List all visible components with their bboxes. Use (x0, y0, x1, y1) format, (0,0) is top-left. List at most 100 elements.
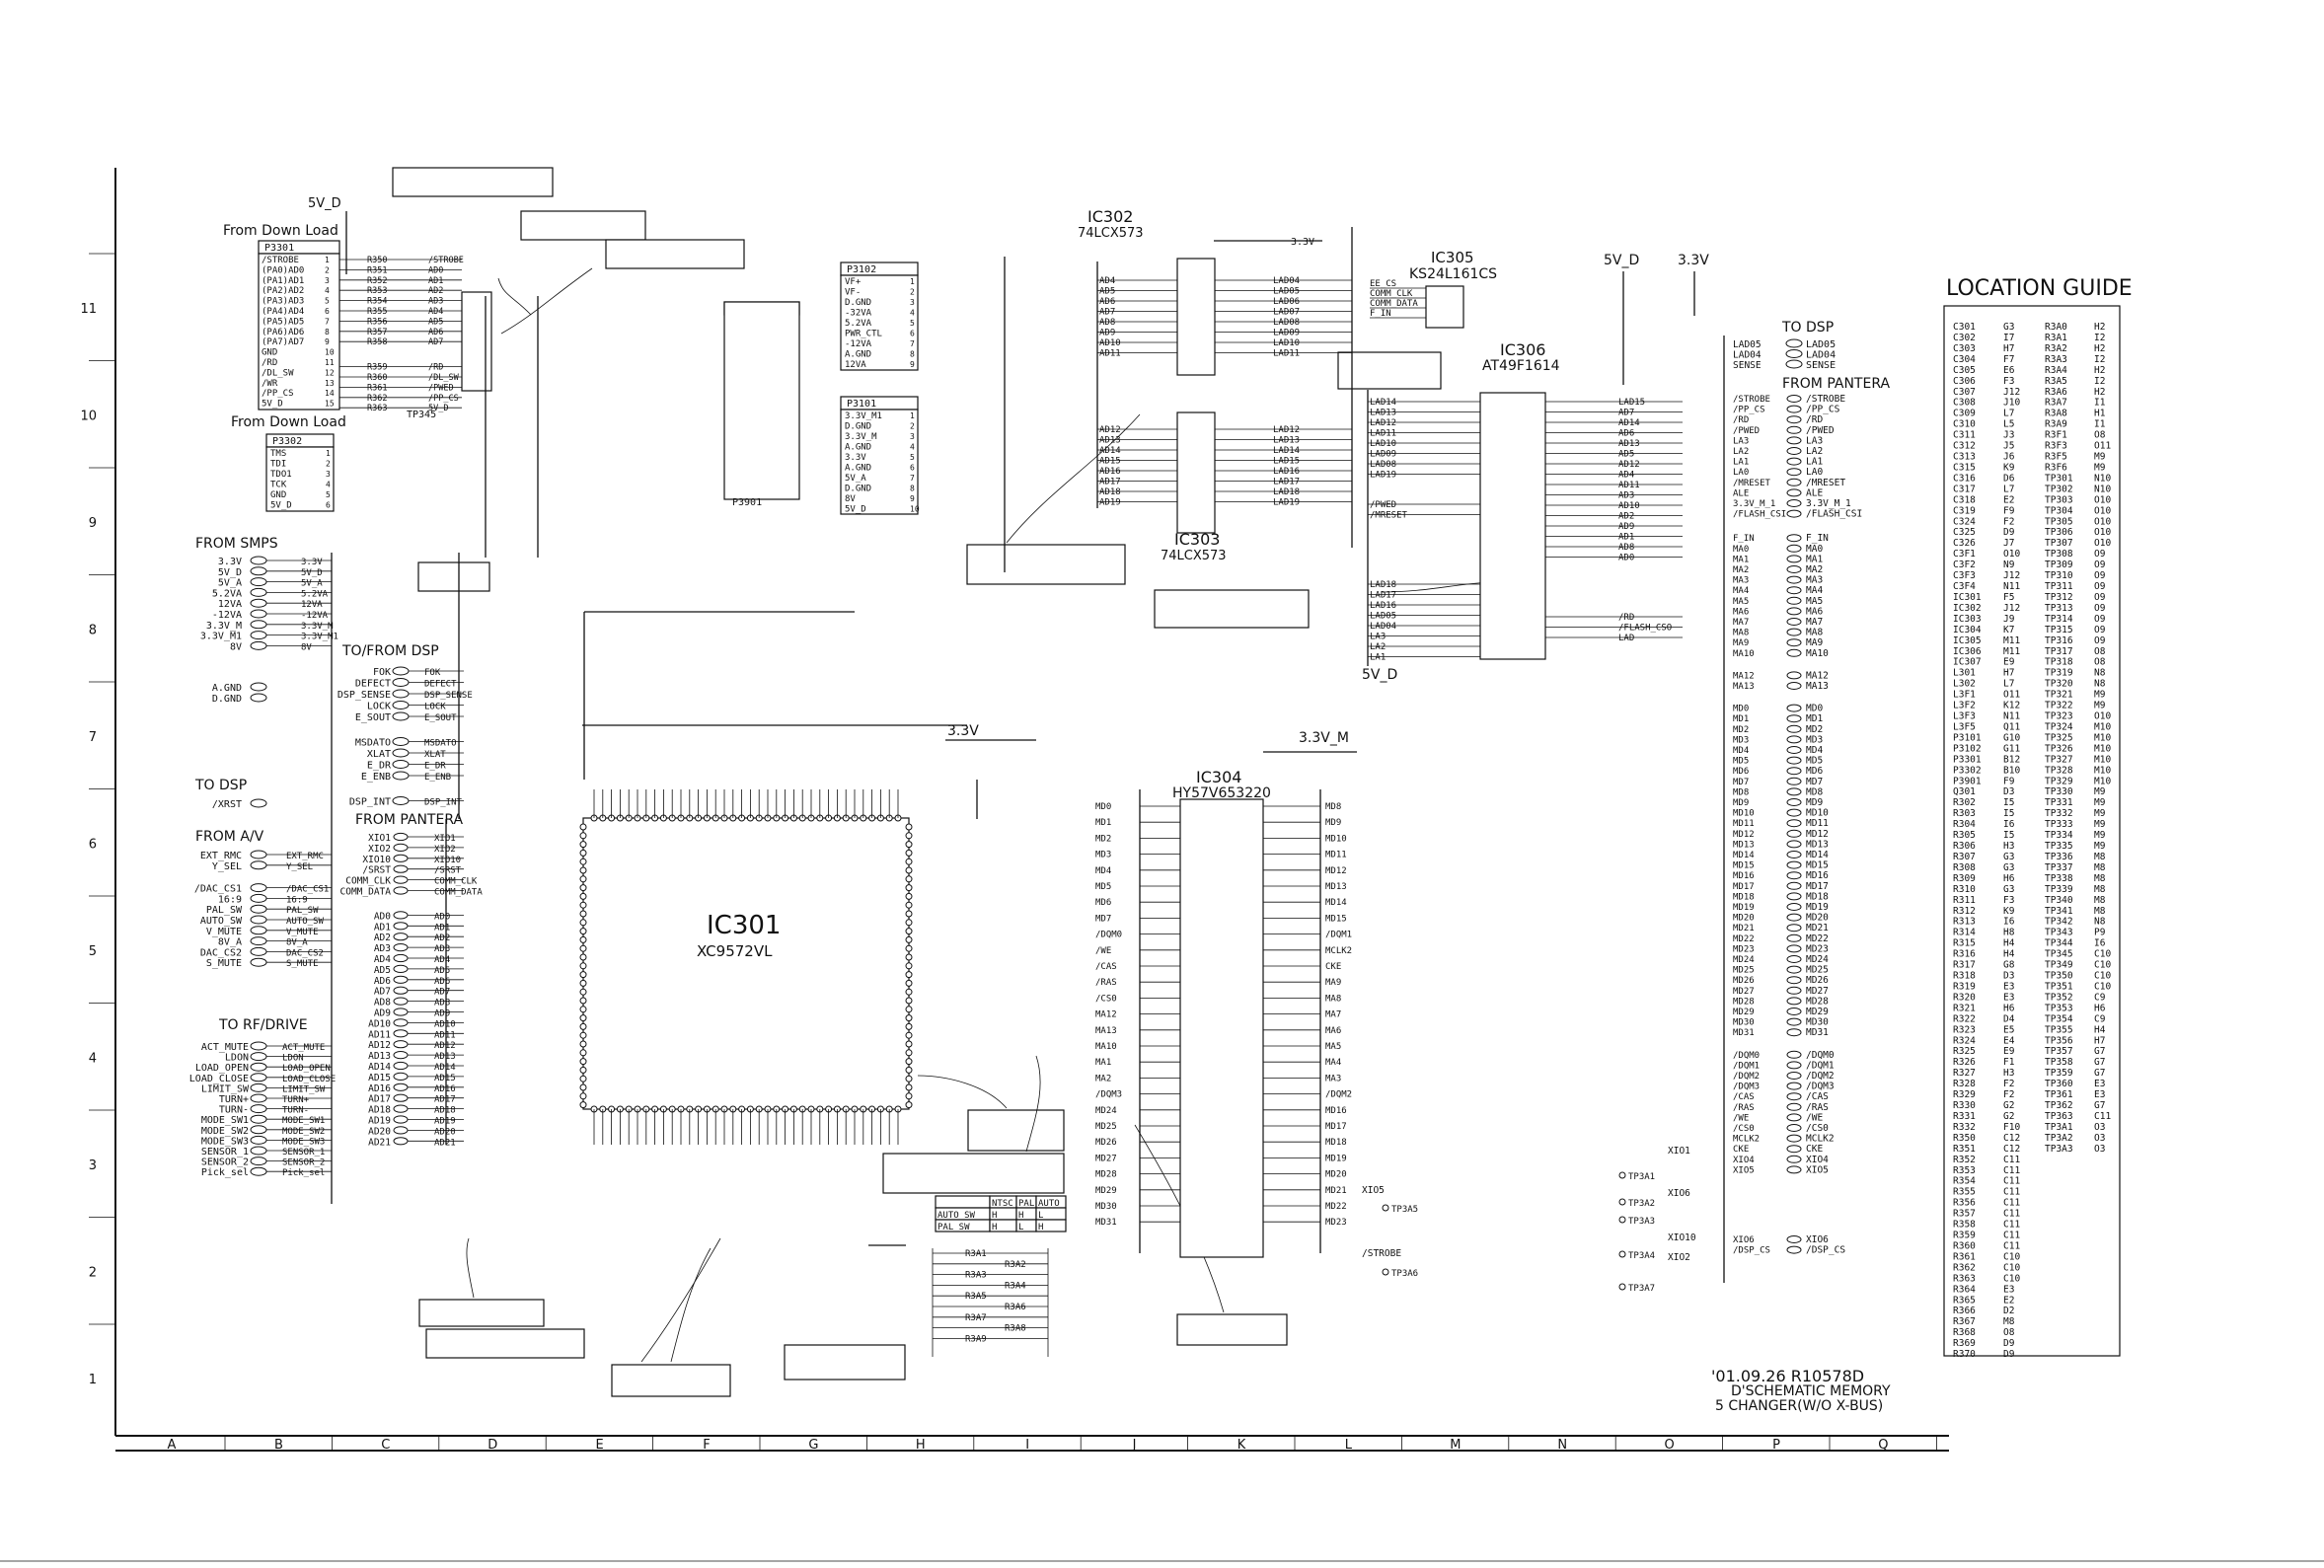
location-grid: O9 (2094, 581, 2106, 592)
location-grid: E9 (2003, 1046, 2015, 1057)
pantera-right-net: MA2 (1733, 565, 1749, 575)
location-grid: O8 (2094, 430, 2106, 441)
callout-box (1337, 351, 1442, 390)
pantera-left-net-right: AD18 (434, 1106, 456, 1116)
ntsc-table-cell: AUTO (1038, 1199, 1060, 1209)
p3101-pin-number: 5 (910, 453, 915, 462)
p3102-pin: PWR_CTL (845, 330, 882, 339)
ic306-right-pin: LAD (1618, 634, 1634, 643)
pantera-right-net-label: MD20 (1806, 913, 1829, 924)
ic306-right-pin: AD3 (1618, 491, 1634, 501)
location-grid: H6 (2003, 873, 2015, 884)
pantera-left-net-right: AD15 (434, 1074, 456, 1083)
location-ref: R309 (1953, 873, 1976, 884)
av-net-right: DAC_CS2 (286, 948, 324, 958)
location-grid: D9 (2003, 1338, 2015, 1349)
ic302-input: AD6 (1099, 297, 1115, 307)
ic304-left-pin: MD1 (1095, 818, 1111, 828)
location-ref: R350 (1953, 1133, 1976, 1144)
pantera-right-net-label: /PWED (1806, 425, 1835, 436)
location-grid: F9 (2003, 776, 2015, 786)
location-grid: H4 (2003, 938, 2015, 949)
pantera-right-net-label: MA10 (1806, 648, 1829, 659)
location-ref: R360 (1953, 1240, 1976, 1251)
location-grid: F2 (2003, 1079, 2014, 1089)
dsp-net-right: E_SOUT (424, 713, 457, 723)
ic303-output: LAD13 (1273, 436, 1300, 446)
p3302-pin: GND (270, 490, 286, 500)
ic304-right-pin: MA3 (1325, 1074, 1341, 1083)
av-net-right: Y_SEL (286, 862, 313, 872)
ntsc-table-cell: H (1038, 1223, 1043, 1232)
location-grid: H4 (2094, 1024, 2106, 1035)
pantera-right-net-label: CKE (1806, 1144, 1823, 1155)
location-ref: R3A6 (2045, 387, 2067, 398)
rf-net: MODE_SW1 (201, 1115, 249, 1126)
pantera-left-net: AD16 (368, 1083, 391, 1094)
p3301-pin: (PA2)AD2 (262, 286, 304, 296)
p3301-pin-number: 6 (325, 307, 330, 316)
pantera-left-net-right: AD20 (434, 1127, 456, 1137)
callout-box (425, 1328, 585, 1359)
pantera-right-net: MD24 (1733, 955, 1755, 965)
pantera-right-net: MCLK2 (1733, 1135, 1760, 1145)
ic304-right-pin: MA7 (1325, 1010, 1341, 1020)
location-ref: R352 (1953, 1155, 1976, 1165)
pantera-left-net-right: XIO2 (434, 845, 456, 855)
location-grid: F5 (2003, 592, 2014, 603)
column-label: Q (1878, 1438, 1888, 1453)
location-grid: G3 (2003, 884, 2014, 895)
p3302-pin-number: 4 (326, 481, 331, 489)
p3301-pin-number: 13 (325, 379, 335, 388)
pantera-right-net-label: MD6 (1806, 766, 1823, 777)
av-net: PAL_SW (206, 905, 243, 916)
location-ref: C308 (1953, 398, 1976, 409)
rf-net-right: LDON (282, 1054, 304, 1064)
location-grid: G3 (2003, 862, 2014, 873)
location-grid: J12 (2003, 570, 2020, 581)
location-grid: O9 (2094, 614, 2106, 625)
location-grid: I6 (2003, 819, 2015, 830)
ic304-right-pin: /DQM1 (1325, 931, 1352, 940)
pantera-left-net-right: AD11 (434, 1030, 456, 1040)
connector-terminal (250, 798, 267, 808)
location-ref: C306 (1953, 376, 1976, 387)
pantera-right-net-label: MA8 (1806, 628, 1823, 638)
ic306-right-pin: AD2 (1618, 512, 1634, 522)
p3302-pin-number: 5 (326, 490, 331, 499)
location-grid: O3 (2094, 1144, 2105, 1155)
location-grid: C10 (2094, 949, 2111, 960)
connector-terminal (250, 631, 267, 640)
location-ref: C3F3 (1953, 570, 1976, 581)
location-ref: C318 (1953, 494, 1976, 505)
location-ref: R304 (1953, 819, 1976, 830)
pantera-right-net-label: MD18 (1806, 891, 1829, 902)
pantera-right-net: LA2 (1733, 447, 1749, 457)
dsp-net: DSP_INT (349, 797, 391, 808)
ic302-input: AD5 (1099, 287, 1115, 297)
rf-net-right: Pick_sel (282, 1168, 325, 1178)
location-ref: TP325 (2045, 732, 2073, 743)
pantera-left-net-right: COMM_DATA (434, 888, 483, 898)
connector-terminal (250, 682, 267, 692)
section-from-av: FROM A/V (195, 829, 264, 845)
ic306-left-pin: LAD14 (1370, 398, 1396, 408)
location-ref: R314 (1953, 928, 1976, 938)
to-dsp-right-net: LAD04 (1733, 350, 1762, 361)
pantera-right-net: XIO4 (1733, 1156, 1755, 1165)
location-ref: TP352 (2045, 992, 2073, 1003)
location-grid: I5 (2003, 830, 2014, 841)
location-grid: M8 (2094, 873, 2106, 884)
location-grid: O10 (2094, 494, 2111, 505)
ic304-block: IC304 HY57V653220 MD0MD1MD2MD3MD4MD5MD6M… (1095, 730, 1357, 1258)
location-ref: C315 (1953, 462, 1976, 473)
location-ref: TP342 (2045, 917, 2073, 928)
location-ref: TP339 (2045, 884, 2073, 895)
location-grid: E3 (2094, 1079, 2105, 1089)
pantera-left-net: AD12 (368, 1040, 391, 1051)
av-net: /DAC_CS1 (194, 884, 242, 895)
test-point-label: TP3A1 (1628, 1172, 1655, 1182)
location-ref: R327 (1953, 1068, 1976, 1079)
p3101-pin-number: 4 (910, 443, 915, 452)
location-ref: R3F3 (2045, 441, 2067, 452)
